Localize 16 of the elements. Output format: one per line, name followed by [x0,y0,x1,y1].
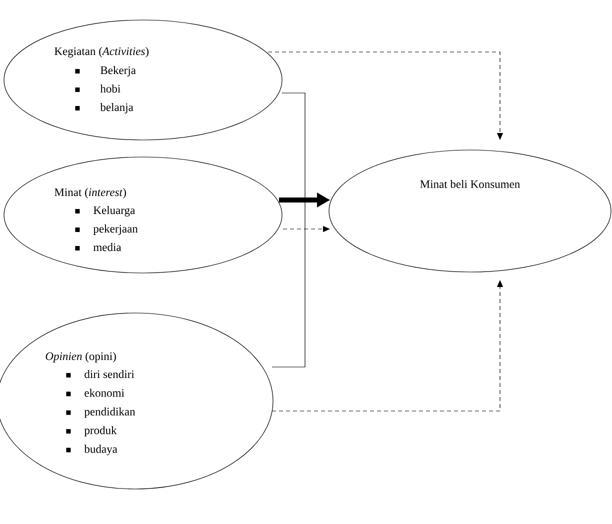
list-item: diri sendiri [66,370,134,378]
list-item: pendidikan [66,407,136,418]
list-item: belanja [75,103,134,114]
list-item: budaya [66,444,118,456]
heading: Opinien (opini) [46,352,116,362]
list-item: pekerjaan [75,224,138,235]
heading: Kegiatan (Activities) [54,47,149,58]
arrow [268,52,504,140]
list-item: Keluarga [75,206,135,216]
list-item: media [75,243,122,252]
node-label: Minat beli Konsumen [420,180,520,188]
list-item: ekonomi [66,388,124,397]
heading: Minat (interest) [54,188,126,198]
list-item: hobi [75,84,120,93]
list-item: Bekerja [75,66,136,76]
list-item: produk [66,426,117,437]
